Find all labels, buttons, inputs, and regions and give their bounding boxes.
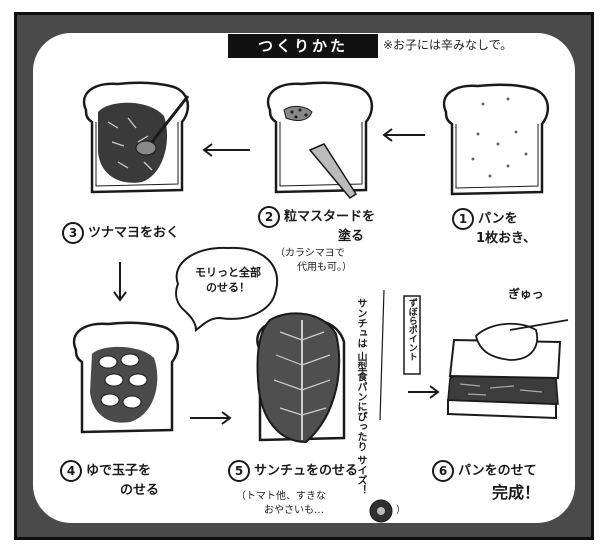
step-2-note: （カラシマヨで 代用も可。） (275, 247, 352, 274)
step-2-sub1: （カラシマヨで (275, 248, 345, 259)
step-4-line1: ゆで玉子を (86, 463, 152, 479)
step-5-note: （トマト他、すきな おやさいも… (236, 490, 326, 517)
step-3-number: 3 (62, 222, 84, 244)
egg-bread-illustration (72, 321, 180, 434)
bubble-line1: モリっと全部 (195, 266, 261, 279)
step-5-number: 5 (228, 460, 250, 482)
step-2-sub2: 代用も可。） (297, 261, 352, 273)
step-6-line2: 完成！ (492, 483, 541, 502)
step-5-sub1: （トマト他、すきな (236, 491, 326, 502)
mustard-bread-illustration (266, 81, 374, 199)
lettuce-bread-illustration (256, 312, 346, 444)
tip-line1: サンチュは (355, 298, 366, 348)
step-2-line1: 粒マスタードを (284, 209, 376, 225)
page-title: つくりかた (228, 34, 378, 58)
bread-slice-illustration (442, 83, 550, 196)
step-1-line2: 1枚おき、 (476, 231, 537, 246)
tip-line2: 山型食パンにぴったり (355, 351, 366, 452)
tip-line3: サイズ！ (355, 454, 366, 495)
tip-heading-box (403, 295, 421, 375)
step-1-number: 1 (452, 208, 474, 230)
step-5-sub3: ） (396, 505, 406, 516)
sound-effect: ぎゅっ (508, 287, 544, 301)
spice-note: ※お子には辛みなしで。 (383, 38, 513, 52)
sandwich-illustration (447, 319, 569, 420)
bubble-line2: のせる！ (206, 280, 250, 294)
tip-text: サンチュは 山型食パンにぴったり サイズ！ (354, 298, 367, 495)
step-4-number: 4 (60, 460, 82, 482)
tuna-bread-illustration (82, 81, 190, 194)
bubble-text: モリっと全部 のせる！ (190, 266, 266, 296)
step-3-line1: ツナマヨをおく (88, 225, 180, 241)
step-5-sub2: おやさいも… (264, 504, 324, 516)
step-5-line1: サンチュをのせる (254, 463, 359, 479)
step-2-line2: 塗る (338, 229, 365, 244)
step-1-line1: パンを (478, 211, 518, 227)
step-6-number: 6 (432, 460, 454, 482)
speech-bubble (175, 246, 279, 332)
tip-heading: ずぼらポイント (406, 298, 417, 361)
step-6-line1: パンをのせて (458, 463, 537, 479)
step-2-number: 2 (258, 206, 280, 228)
step-4-line2: のせる (120, 483, 160, 498)
